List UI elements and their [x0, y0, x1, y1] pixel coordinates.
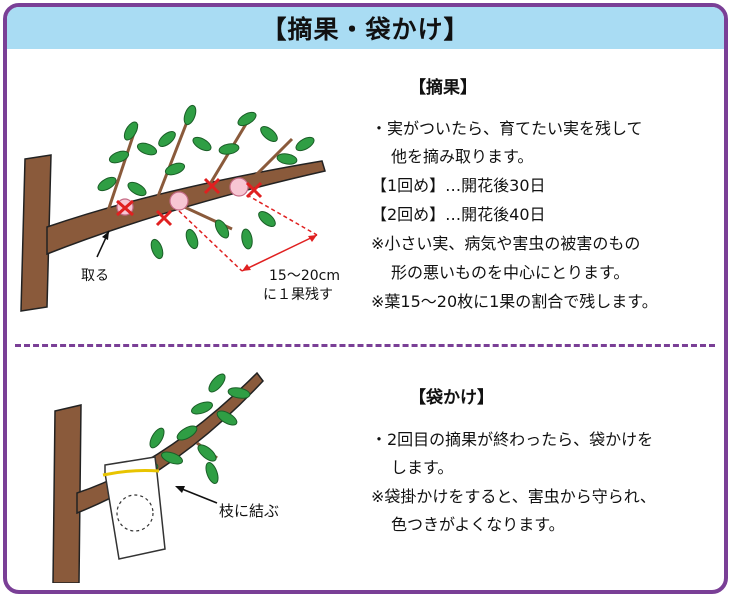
bagging-line: 色つきがよくなります。 — [391, 515, 565, 534]
tie-arrowhead — [175, 486, 185, 493]
thinning-line: 【1回め】…開花後30日 — [371, 176, 546, 195]
trunk — [20, 154, 52, 312]
bagging-heading: 【袋かけ】 — [409, 388, 494, 408]
remove-arrowhead — [102, 231, 109, 240]
spacing-guides — [178, 194, 318, 272]
thinning-heading: 【摘果】 — [409, 78, 477, 98]
trunk — [52, 404, 82, 583]
bagging-illustration — [52, 371, 264, 583]
bagging-line: ※袋掛かけをすると、害虫から守られ、 — [371, 487, 656, 506]
spacing-label-2: に１果残す — [263, 287, 333, 303]
thinning-illustration — [20, 104, 326, 312]
bagging-line: します。 — [391, 458, 454, 477]
thinning-line: 【2回め】…開花後40日 — [371, 205, 546, 224]
spacing-arrowhead-left — [242, 264, 251, 271]
spacing-label-1: 15～20cm — [269, 268, 340, 284]
thinning-line: ※小さい実、病気や害虫の被害のもの — [371, 234, 641, 253]
remove-label: 取る — [81, 268, 109, 284]
tie-label: 枝に結ぶ — [219, 502, 280, 520]
bag-tie — [102, 469, 160, 477]
spacing-arrowhead-right — [308, 235, 317, 242]
thinning-line: ・実がついたら、育てたい実を残して — [371, 119, 643, 138]
remove-marks — [116, 177, 263, 227]
thinning-line: 形の悪いものを中心にとります。 — [391, 263, 630, 282]
thinning-line: ※葉15～20枚に1果の割合で残します。 — [371, 292, 658, 311]
section-divider — [15, 344, 715, 347]
page-title: 【摘果・袋かけ】 — [261, 15, 470, 44]
title-bar: 【摘果・袋かけ】 — [7, 7, 724, 49]
fruit-bag — [104, 456, 166, 560]
spacing-arrow — [241, 234, 318, 272]
thinning-line: 他を摘み取ります。 — [391, 147, 534, 166]
bagging-line: ・2回目の摘果が終わったら、袋かけを — [371, 430, 654, 449]
bagged-fruit — [116, 494, 154, 532]
panel-frame: 【摘果・袋かけ】 — [3, 3, 728, 594]
tie-arrow — [176, 486, 218, 504]
leaves — [97, 104, 315, 260]
